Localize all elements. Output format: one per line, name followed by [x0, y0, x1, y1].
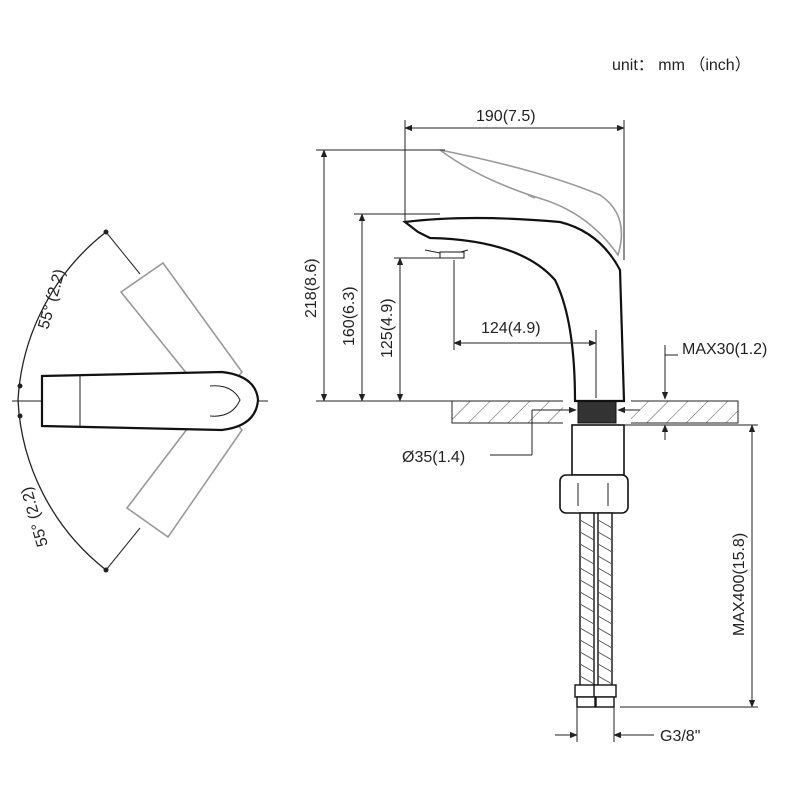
unit-label: unit： mm （inch） [612, 56, 751, 74]
rotation-arc [17, 231, 107, 571]
rotation-upper-label: 55° (2.2) [36, 267, 69, 331]
shank-assembly [559, 424, 629, 514]
outlet-height-dimension: 125(4.9) [379, 298, 396, 358]
mounting-nut [577, 400, 617, 424]
reach-dimension: 124(4.9) [481, 320, 541, 337]
side-view: 190(7.5) 218(8.6) 160(6.3) 125(4.9) 124(… [303, 108, 767, 745]
spout-height-dimension: 160(6.3) [341, 286, 358, 346]
hole-diameter-dimension: Ø35(1.4) [402, 449, 465, 466]
flexible-hoses [574, 512, 617, 708]
rotation-lower-label: 55° (2.2) [19, 485, 52, 549]
handle-center-position [40, 370, 260, 432]
faucet-body [402, 149, 626, 403]
hose-length-dimension: MAX400(15.8) [731, 533, 748, 636]
top-view: 55° (2.2) 55° (2.2) [12, 229, 268, 573]
total-height-dimension: 218(8.6) [303, 258, 320, 318]
width-dimension: 190(7.5) [476, 108, 536, 125]
deck-thickness-dimension: MAX30(1.2) [682, 341, 767, 358]
connection-thread-label: G3/8" [660, 728, 700, 745]
